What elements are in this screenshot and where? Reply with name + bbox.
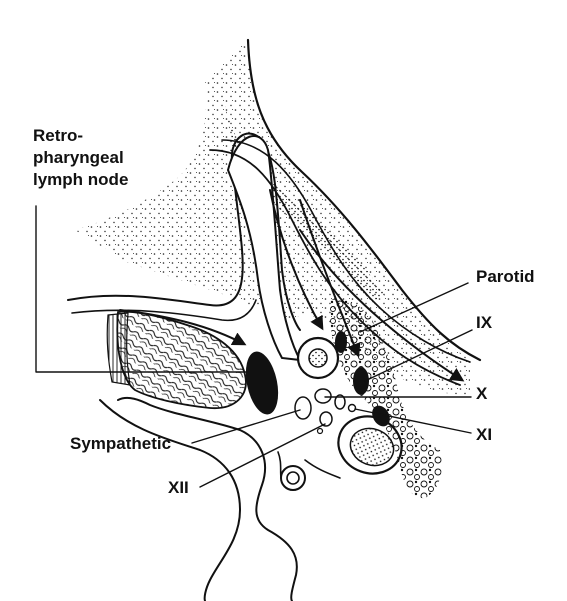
label-xi: XI (476, 425, 493, 444)
nerve-xii (319, 411, 333, 427)
leader-retropharyngeal (35, 205, 249, 373)
label-sympathetic: Sympathetic (70, 434, 172, 453)
label-ix: IX (476, 313, 493, 332)
leader-xii (199, 423, 326, 488)
sympathetic-trunk (294, 396, 312, 420)
longus-stripes (106, 312, 131, 386)
nerve-x-2 (334, 394, 346, 410)
leader-xi (354, 408, 472, 434)
arrow-1 (269, 189, 324, 331)
fascia-line-2 (221, 139, 471, 363)
prevertebral-muscle (116, 310, 247, 409)
label-xii: XII (168, 478, 189, 497)
label-retro: Retro- (33, 126, 84, 145)
nerve-xi (347, 403, 357, 413)
label-parotid: Parotid (476, 267, 535, 286)
fascia-line-1 (209, 149, 461, 386)
outer-contour-upper (246, 38, 482, 362)
leader-ix (364, 329, 473, 382)
small-node (316, 427, 324, 435)
arrow-3 (299, 229, 465, 382)
arrow-4 (119, 309, 247, 346)
stippled-tissue-dense (225, 105, 385, 305)
label-pharyngeal: pharyngeal (33, 148, 124, 167)
vertebral-artery (280, 465, 306, 491)
internal-carotid-lumen (308, 348, 328, 368)
arrow-2 (299, 199, 361, 358)
label-lymph-node: lymph node (33, 170, 129, 189)
skull-base-contour (99, 399, 241, 601)
leader-sympathetic (191, 409, 301, 444)
pharynx-inner-contour (71, 299, 257, 322)
retropharyngeal-lymph-node (245, 351, 279, 415)
vertebra-contour (117, 396, 298, 601)
internal-jugular-vein (337, 415, 403, 475)
leader-parotid (359, 282, 469, 333)
nerve-x (314, 388, 332, 404)
vertebral-sheath (277, 451, 341, 479)
label-x: X (476, 384, 488, 403)
styloid-band (226, 135, 302, 362)
